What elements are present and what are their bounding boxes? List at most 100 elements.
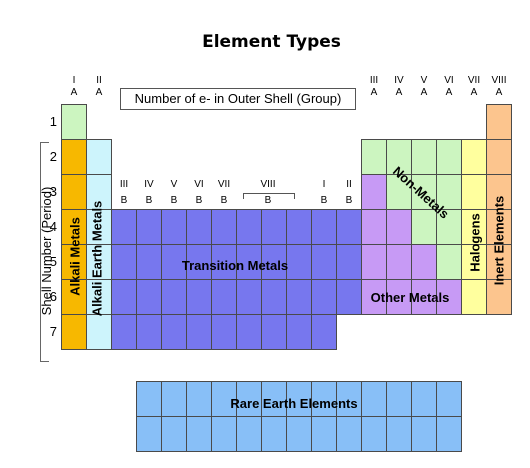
other-metals-label: Other Metals <box>370 290 450 305</box>
period-number-3: 3 <box>49 184 57 199</box>
element-cell-alkali-metal <box>61 314 87 350</box>
group-label-iia: II A <box>86 75 112 99</box>
group-roman: II <box>346 179 352 190</box>
element-cell-transition-metal <box>236 314 262 350</box>
element-cell-transition-metal <box>186 209 212 245</box>
group-sub: A <box>495 87 503 98</box>
element-cell-alkali-earth-metal <box>86 314 112 350</box>
element-cell-alkali-earth-metal <box>86 174 112 210</box>
element-cell-transition-metal <box>336 279 362 315</box>
element-cell-non-metal <box>436 244 462 280</box>
group-label-va: V A <box>411 75 437 99</box>
group-roman: III <box>369 75 379 86</box>
element-cell-rare-earth <box>361 416 387 452</box>
element-cell-other-metal <box>436 279 462 315</box>
group-roman: VII <box>217 179 231 190</box>
group-sub: A <box>95 87 103 98</box>
element-cell-other-metal <box>361 174 387 210</box>
element-cell-transition-metal <box>111 244 137 280</box>
element-cell-transition-metal <box>186 314 212 350</box>
period-number-6: 6 <box>49 289 57 304</box>
group-label-iiib: III B <box>111 179 137 207</box>
group-sub: A <box>70 87 78 98</box>
element-cell-transition-metal <box>261 279 287 315</box>
element-cell-other-metal <box>361 209 387 245</box>
period-number-5: 5 <box>49 254 57 269</box>
element-cell-rare-earth <box>336 416 362 452</box>
element-cell-rare-earth <box>436 381 462 417</box>
alkali-metals-label: Alkali Metals <box>67 217 83 296</box>
element-cell-rare-earth <box>386 381 412 417</box>
element-cell-transition-metal <box>236 209 262 245</box>
group-sub: A <box>370 87 378 98</box>
transition-metals-label: Transition Metals <box>181 258 289 273</box>
element-cell-rare-earth <box>386 416 412 452</box>
group-roman: VII <box>467 75 481 86</box>
element-cell-rare-earth <box>186 416 212 452</box>
element-cell-rare-earth <box>286 416 312 452</box>
element-cell-transition-metal <box>211 209 237 245</box>
element-cell-transition-metal <box>286 314 312 350</box>
group-sub: B <box>120 195 128 206</box>
inert-elements-label: Inert Elements <box>491 195 507 286</box>
period-axis-label: Shell Number (Period) <box>39 186 54 316</box>
halogens-label: Halogens <box>467 213 483 272</box>
group-label-vib: VI B <box>186 179 212 207</box>
group-sub: B <box>195 195 203 206</box>
element-cell-transition-metal <box>161 314 187 350</box>
group-roman: I <box>322 179 326 190</box>
group-label-ib: I B <box>311 179 337 207</box>
group-sub: A <box>445 87 453 98</box>
element-cell-transition-metal <box>261 314 287 350</box>
element-cell-rare-earth <box>361 381 387 417</box>
group-sub: B <box>145 195 153 206</box>
group-label-ivb: IV B <box>136 179 162 207</box>
group-roman: II <box>96 75 102 86</box>
group-sub: B <box>220 195 228 206</box>
period-axis-bracket <box>40 142 49 362</box>
element-cell-other-metal <box>361 244 387 280</box>
element-cell-other-metal <box>411 244 437 280</box>
element-cell-transition-metal <box>111 314 137 350</box>
element-cell-other-metal <box>386 244 412 280</box>
element-cell-rare-earth <box>211 416 237 452</box>
element-cell-transition-metal <box>311 209 337 245</box>
period-number-2: 2 <box>49 149 57 164</box>
element-cell-transition-metal <box>311 314 337 350</box>
element-cell-alkali-earth-metal <box>86 139 112 175</box>
group-roman: VIII <box>260 179 276 190</box>
element-cell-rare-earth <box>161 416 187 452</box>
element-cell-rare-earth <box>411 381 437 417</box>
element-cell-transition-metal <box>336 209 362 245</box>
element-cell-halogen <box>461 174 487 210</box>
element-cell-transition-metal <box>186 279 212 315</box>
element-cell-other-metal <box>386 209 412 245</box>
element-cell-transition-metal <box>136 244 162 280</box>
element-cell-transition-metal <box>211 279 237 315</box>
group-label-iva: IV A <box>386 75 412 99</box>
element-cell-transition-metal <box>211 314 237 350</box>
element-cell-transition-metal <box>336 244 362 280</box>
element-cell-transition-metal <box>236 279 262 315</box>
group-sub: B <box>320 195 328 206</box>
group-sub: B <box>345 195 353 206</box>
group-label-ia: I A <box>61 75 87 99</box>
element-cell-rare-earth <box>211 381 237 417</box>
element-cell-non-metal <box>361 139 387 175</box>
element-cell-halogen <box>461 244 487 280</box>
period-number-1: 1 <box>49 114 57 129</box>
element-cell-transition-metal <box>111 279 137 315</box>
element-cell-rare-earth <box>411 416 437 452</box>
element-cell-alkali-earth-metal <box>86 244 112 280</box>
element-cell-rare-earth <box>311 416 337 452</box>
group-sub: B <box>170 195 178 206</box>
element-cell-non-metal <box>386 139 412 175</box>
element-cell-transition-metal <box>286 209 312 245</box>
element-cell-inert <box>486 279 512 315</box>
element-cell-transition-metal <box>111 209 137 245</box>
element-cell-non-metal <box>436 139 462 175</box>
element-cell-transition-metal <box>136 314 162 350</box>
group-roman: IV <box>394 75 404 86</box>
element-cell-rare-earth <box>136 381 162 417</box>
group-axis-label: Number of e- in Outer Shell (Group) <box>120 88 356 110</box>
